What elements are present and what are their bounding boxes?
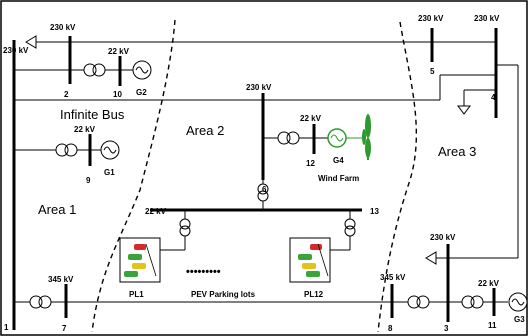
ellipsis-dots: ••••••••• xyxy=(186,266,221,278)
transformer-1-9 xyxy=(55,143,69,157)
sine-icon xyxy=(511,298,525,306)
sine-icon xyxy=(103,146,117,154)
parking-lot-label: PL1 xyxy=(129,290,144,299)
sine-icon xyxy=(330,134,344,142)
load-arrow-bus-4 xyxy=(457,105,471,115)
load-arrow-top-left xyxy=(25,35,37,49)
voltage-label: 22 kV xyxy=(300,114,322,123)
voltage-label: 22 kV xyxy=(145,207,167,216)
generator-label: G2 xyxy=(136,88,147,97)
voltage-label: 345 kV xyxy=(48,275,74,284)
voltage-label: 345 kV xyxy=(380,273,406,282)
voltage-label: 22 kV xyxy=(108,47,130,56)
bus-number: 7 xyxy=(62,324,67,333)
bus-number: 10 xyxy=(113,90,122,99)
wind-farm-label: Wind Farm xyxy=(318,174,359,183)
wind-turbine-icon xyxy=(362,114,371,160)
voltage-label: 230 kV xyxy=(474,14,500,23)
voltage-label: 230 kV xyxy=(50,23,76,32)
bus-number: 3 xyxy=(444,324,449,333)
generator-label: G1 xyxy=(104,168,115,177)
bus-number: 1 xyxy=(4,323,9,332)
voltage-label: 230 kV xyxy=(430,233,456,242)
voltage-label: 230 kV xyxy=(3,46,29,55)
bus-number: 2 xyxy=(64,90,69,99)
parking-lot-label: PL12 xyxy=(304,290,324,299)
transformer-6-13 xyxy=(257,183,269,195)
transformer-6-12 xyxy=(277,131,291,145)
voltage-label: 230 kV xyxy=(246,83,272,92)
bus-number: 9 xyxy=(86,176,91,185)
parking-lot-pl1 xyxy=(119,237,161,283)
area-3-label: Area 3 xyxy=(438,144,476,159)
load-arrow-bus-3 xyxy=(425,251,437,265)
bus-number: 12 xyxy=(306,159,315,168)
area-boundary-2-3 xyxy=(377,21,418,333)
generator-label: G4 xyxy=(333,156,344,165)
bus-number: 13 xyxy=(370,207,379,216)
voltage-label: 230 kV xyxy=(418,14,444,23)
bus-number: 11 xyxy=(488,321,497,330)
voltage-label: 22 kV xyxy=(478,279,500,288)
parking-lot-pl12 xyxy=(289,237,331,283)
bus-number: 6 xyxy=(262,185,267,194)
area-boundary-1-2 xyxy=(91,19,176,333)
transformer-pl1 xyxy=(179,218,191,230)
bus-number: 5 xyxy=(430,67,435,76)
bus-number: 4 xyxy=(491,93,496,102)
parking-caption: PEV Parking lots xyxy=(191,290,256,299)
voltage-label: 22 kV xyxy=(74,125,96,134)
bus-number: 8 xyxy=(388,324,393,333)
transformer-3-11 xyxy=(461,295,475,309)
area-1-label: Area 1 xyxy=(38,202,76,217)
infinite-bus-label: Infinite Bus xyxy=(60,107,125,122)
transformer-2-10 xyxy=(83,63,97,77)
generator-label: G3 xyxy=(514,315,525,324)
area-2-label: Area 2 xyxy=(186,123,224,138)
sine-icon xyxy=(135,66,149,74)
transformer-pl12 xyxy=(344,218,356,230)
transformer-8-3 xyxy=(407,295,421,309)
transformer-1-7 xyxy=(29,295,43,309)
